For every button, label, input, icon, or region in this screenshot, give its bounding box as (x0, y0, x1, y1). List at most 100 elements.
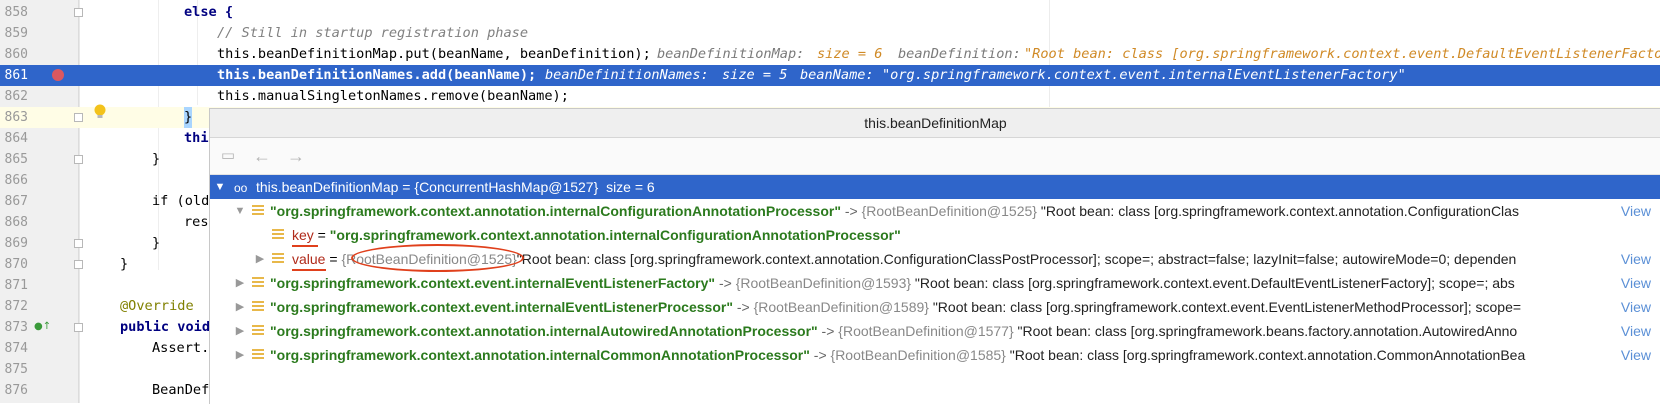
inline-debug-label: beanName: (800, 67, 874, 83)
keyword-else: else { (184, 4, 234, 20)
map-entry-row[interactable]: ▶ "org.springframework.context.event.int… (210, 271, 1660, 295)
code-text[interactable]: res (184, 214, 209, 230)
code-line[interactable]: 867 if (old (0, 191, 1660, 212)
map-entry-row[interactable]: ▶ "org.springframework.context.event.int… (210, 295, 1660, 319)
code-line[interactable]: 860 this.beanDefinitionMap.put(beanName,… (0, 44, 1660, 65)
expand-arrow-icon[interactable]: ▼ (214, 181, 226, 193)
view-link[interactable]: View (1616, 319, 1651, 343)
line-number: 858 (4, 5, 28, 20)
code-text[interactable]: } (120, 256, 129, 272)
code-line[interactable]: 868 res (0, 212, 1660, 233)
override-method-icon[interactable]: ●↑ (34, 321, 52, 332)
expand-arrow-icon[interactable]: ▼ (234, 205, 246, 217)
root-size: size = 6 (606, 179, 655, 195)
code-text[interactable]: public void (120, 319, 211, 335)
code-line[interactable]: 869 } (0, 233, 1660, 254)
entry-ref: {RootBeanDefinition@1585} (830, 347, 1006, 363)
code-line[interactable]: 864 thi (0, 128, 1660, 149)
view-link[interactable]: View (1616, 271, 1651, 295)
entry-key: "org.springframework.context.event.inter… (270, 275, 716, 291)
code-line[interactable]: 862 this.manualSingletonNames.remove(bea… (0, 86, 1660, 107)
code-text[interactable]: this.beanDefinitionMap.put(beanName, bea… (217, 46, 651, 62)
fold-guide (79, 0, 80, 403)
code-line[interactable]: 859 // Still in startup registration pha… (0, 23, 1660, 44)
code-text[interactable]: this.manualSingletonNames.remove(beanNam… (217, 88, 569, 104)
expand-arrow-icon[interactable]: ▶ (235, 325, 245, 337)
entry-key-row[interactable]: key = "org.springframework.context.annot… (210, 223, 1660, 247)
expand-arrow-icon[interactable]: ▶ (235, 277, 245, 289)
value-eq: = (325, 251, 342, 267)
inline-debug-value: size = 6 (817, 46, 883, 62)
key-value: "org.springframework.context.annotation.… (329, 227, 901, 243)
annotation-text[interactable]: @Override (120, 298, 194, 314)
closing-brace[interactable]: } (184, 107, 193, 128)
code-line[interactable]: 866 (0, 170, 1660, 191)
inline-debug-value: size = 5 (722, 67, 788, 83)
entry-value: "Root bean: class [org.springframework.c… (932, 299, 1522, 315)
code-line[interactable]: 874 Assert. (0, 338, 1660, 359)
map-entry-row[interactable]: ▼ "org.springframework.context.annotatio… (210, 199, 1660, 223)
code-line[interactable]: 876 BeanDef (0, 380, 1660, 401)
field-icon (252, 349, 264, 361)
map-entry-row[interactable]: ▶ "org.springframework.context.annotatio… (210, 319, 1660, 343)
view-link[interactable]: View (1616, 295, 1651, 319)
lightbulb-icon[interactable] (93, 104, 107, 120)
expand-arrow-icon[interactable]: ▶ (235, 301, 245, 313)
value-text: "Root bean: class [org.springframework.c… (516, 251, 1517, 267)
expand-arrow-icon[interactable]: ▶ (235, 349, 245, 361)
line-number: 867 (4, 194, 28, 209)
entry-ref: {RootBeanDefinition@1593} (735, 275, 912, 291)
line-number: 859 (4, 26, 28, 41)
code-line[interactable]: 875 (0, 359, 1660, 380)
fold-toggle-icon[interactable] (74, 239, 83, 248)
key-eq: = (313, 227, 330, 243)
field-icon (252, 277, 264, 289)
code-line[interactable]: 871 (0, 275, 1660, 296)
field-icon (272, 229, 284, 241)
code-text[interactable]: } (152, 151, 161, 167)
fold-toggle-icon[interactable] (74, 323, 83, 332)
popup-title[interactable]: this.beanDefinitionMap (210, 109, 1660, 138)
field-icon (272, 253, 284, 265)
code-line[interactable]: 873 public void (0, 317, 1660, 338)
line-number: 873 (4, 320, 28, 335)
code-line[interactable]: 865 } (0, 149, 1660, 170)
navigate-icon[interactable]: ▭ (220, 147, 236, 164)
value-label: value (292, 251, 326, 267)
expand-arrow-icon[interactable]: ▶ (255, 253, 265, 265)
code-text[interactable]: if (old (152, 193, 210, 209)
arrow-right-icon[interactable]: → (287, 146, 305, 166)
root-eq: = (398, 179, 415, 195)
code-line[interactable]: 870 } (0, 254, 1660, 275)
view-link[interactable]: View (1616, 343, 1651, 367)
entry-arrow: -> (840, 203, 862, 219)
line-number: 863 (4, 110, 28, 125)
code-text[interactable]: else { (184, 2, 233, 23)
code-line-current[interactable]: 861 this.beanDefinitionNames.add(beanNam… (0, 65, 1660, 86)
fold-toggle-icon[interactable] (74, 8, 83, 17)
view-link[interactable]: View (1616, 247, 1651, 271)
fold-toggle-icon[interactable] (74, 155, 83, 164)
line-number: 874 (4, 341, 28, 356)
code-text[interactable]: thi (184, 130, 209, 146)
root-name: this.beanDefinitionMap (256, 179, 399, 195)
code-text[interactable]: BeanDef (152, 382, 210, 398)
map-entry-row[interactable]: ▶ "org.springframework.context.annotatio… (210, 343, 1660, 367)
view-link[interactable]: View (1616, 199, 1651, 223)
code-text[interactable]: Assert. (152, 340, 210, 356)
code-line[interactable]: 858 else { (0, 2, 1660, 23)
tree-row-partial (210, 367, 1660, 404)
entry-value: "Root bean: class [org.springframework.c… (1040, 203, 1519, 219)
code-text[interactable]: this.beanDefinitionNames.add(beanName); (217, 67, 537, 83)
code-text[interactable]: } (152, 235, 161, 251)
arrow-left-icon[interactable]: ← (253, 146, 271, 166)
fold-toggle-icon[interactable] (74, 260, 83, 269)
code-comment[interactable]: // Still in startup registration phase (217, 25, 528, 41)
breakpoint-icon[interactable] (52, 69, 64, 81)
entry-key: "org.springframework.context.annotation.… (270, 323, 818, 339)
code-line[interactable]: 872 @Override (0, 296, 1660, 317)
fold-toggle-icon[interactable] (74, 113, 83, 122)
